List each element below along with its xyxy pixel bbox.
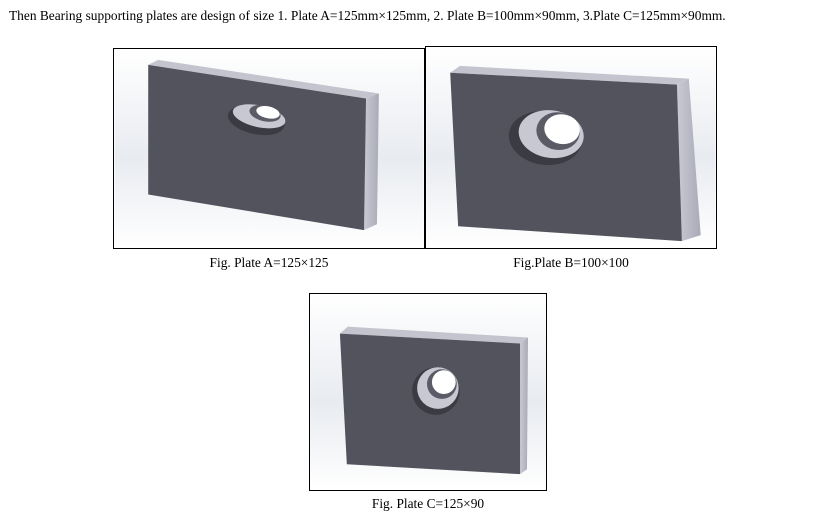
caption-plate-a: Fig. Plate A=125×125 [209,255,329,270]
plate-a-top-edge [148,59,379,99]
plate-c-render [310,294,546,490]
plate-b-side-edge [676,78,701,242]
caption-plate-c: Fig. Plate C=125×90 [371,496,485,511]
plate-a-render [114,49,424,248]
plate-a-face [148,64,367,231]
plate-b-top-edge [450,65,689,85]
plate-c-top-edge [339,326,528,344]
caption-plate-b: Fig.Plate B=100×100 [513,255,629,270]
plate-b-render [426,47,716,248]
figure-plate-c [309,293,547,491]
intro-paragraph: Then Bearing supporting plates are desig… [9,8,726,23]
plate-a-side-edge [364,93,379,231]
figure-plate-a [113,48,425,249]
plate-c-side-edge [520,337,528,475]
figure-plate-b [425,46,717,249]
